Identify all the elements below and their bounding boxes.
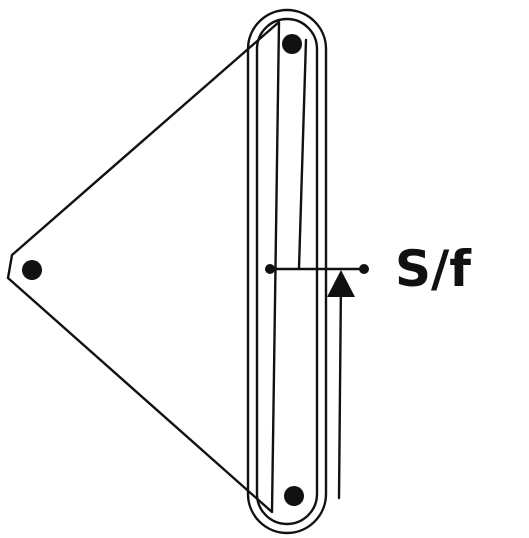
triangle-outline <box>6 20 281 514</box>
bar-outer-loop <box>246 8 328 535</box>
crossbar-end-right <box>359 264 369 274</box>
pivot-point-top <box>282 34 302 54</box>
pivot-point-bottom <box>284 486 304 506</box>
pivot-point-left <box>22 260 42 280</box>
left-guide-line <box>297 38 308 270</box>
sf-label: S/f <box>395 240 472 298</box>
bar-inner-loop <box>255 17 319 526</box>
right-guide-line <box>337 278 343 500</box>
arrow-up-icon <box>327 270 355 297</box>
crossbar-end-left <box>265 264 275 274</box>
